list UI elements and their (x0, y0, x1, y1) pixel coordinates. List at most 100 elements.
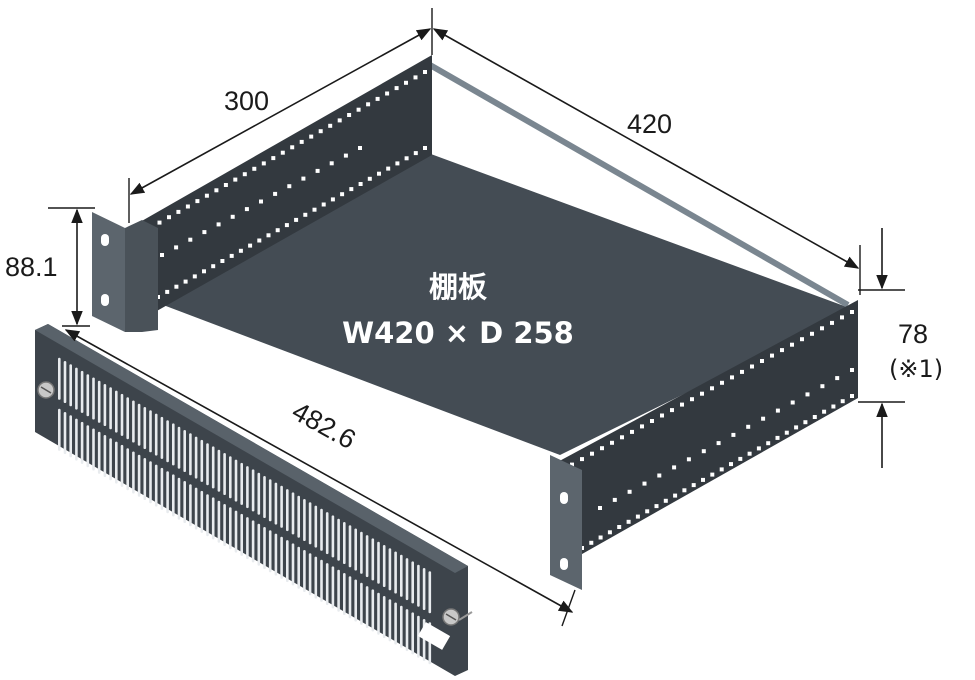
side-hole (756, 446, 761, 451)
side-hole (780, 348, 784, 353)
side-hole (366, 102, 371, 107)
side-hole (157, 220, 162, 225)
side-hole (404, 80, 408, 85)
vent-slot (177, 477, 181, 520)
side-hole (413, 151, 418, 156)
dim-482-label: 482.6 (287, 396, 361, 455)
side-hole (835, 376, 840, 381)
vent-slot (280, 485, 283, 528)
vent-slot (257, 523, 261, 566)
side-hole (761, 416, 766, 421)
side-hole (160, 253, 164, 257)
side-hole (691, 483, 696, 488)
vent-slot (200, 490, 204, 533)
side-hole (626, 519, 631, 524)
side-hole (630, 429, 634, 434)
side-hole (710, 472, 715, 477)
side-hole (729, 462, 733, 467)
vent-slot (400, 605, 403, 648)
front-panel-screw-left-slot (40, 386, 52, 394)
vent-slot (354, 579, 357, 622)
side-hole (812, 415, 817, 419)
side-hole (349, 187, 354, 192)
side-hole (589, 540, 594, 545)
vent-slot (371, 538, 375, 581)
vent-slot (160, 467, 164, 510)
side-hole (318, 129, 323, 134)
vent-slot (115, 441, 118, 484)
vent-slot (223, 453, 226, 495)
vent-slot (177, 426, 181, 469)
side-hole (328, 123, 333, 128)
vent-slot (240, 513, 243, 556)
side-hole (301, 176, 306, 181)
side-hole (204, 193, 209, 198)
side-hole (710, 386, 714, 391)
side-hole (220, 259, 225, 263)
side-hole (663, 498, 668, 503)
side-hole (404, 156, 409, 161)
right-ear-slot-top (560, 492, 568, 504)
vent-slot (388, 548, 392, 591)
vent-slot (189, 484, 192, 527)
side-hole (600, 446, 604, 451)
side-hole (680, 402, 684, 407)
side-hole (330, 197, 335, 202)
vent-slot (343, 573, 346, 615)
side-hole (770, 353, 774, 358)
vent-slot (331, 515, 335, 558)
vent-slot (405, 558, 409, 601)
vent-slot (166, 471, 169, 514)
vent-slot (382, 545, 386, 587)
vent-slot (274, 533, 278, 576)
vent-slot (422, 568, 426, 610)
shelf-label-title: 棚板 (429, 270, 488, 304)
dim-300-label: 300 (224, 86, 269, 116)
dim-482-ext-right (561, 589, 576, 627)
side-hole (682, 488, 687, 493)
side-hole (831, 404, 836, 409)
vent-slot (80, 370, 84, 413)
side-hole (598, 506, 602, 510)
vent-slot (211, 497, 215, 540)
vent-slot (189, 433, 192, 476)
side-hole (790, 400, 795, 405)
vent-slot (268, 530, 272, 573)
vent-slot (303, 550, 306, 592)
vent-slot (172, 474, 175, 517)
vent-slot (109, 438, 112, 481)
vent-slot (417, 564, 420, 607)
vent-slot (143, 458, 147, 500)
side-hole (192, 274, 197, 279)
vent-slot (377, 592, 380, 635)
vent-slot (411, 612, 414, 655)
vent-slot (320, 559, 323, 602)
side-hole (257, 238, 262, 243)
right-front-ear (550, 455, 582, 590)
dim-300-line (129, 28, 432, 195)
vent-slot (103, 435, 107, 477)
side-hole (229, 253, 234, 258)
vent-slot (206, 494, 209, 537)
side-hole (248, 243, 253, 248)
vent-slot (325, 563, 329, 606)
vent-slot (320, 508, 323, 551)
side-hole (775, 435, 780, 440)
vent-slot (154, 413, 158, 456)
side-hole (214, 188, 219, 193)
side-hole (223, 183, 228, 187)
vent-slot (365, 535, 369, 578)
side-hole (315, 168, 320, 173)
side-hole (673, 493, 678, 498)
vent-slot (286, 489, 289, 532)
side-hole (259, 199, 263, 204)
side-hole (275, 228, 280, 233)
side-hole (287, 184, 292, 189)
dim-88-label: 88.1 (5, 252, 58, 282)
vent-slot (360, 531, 363, 574)
side-hole (840, 399, 845, 404)
side-hole (690, 397, 694, 402)
side-hole (740, 369, 744, 374)
vent-slot (183, 430, 186, 472)
